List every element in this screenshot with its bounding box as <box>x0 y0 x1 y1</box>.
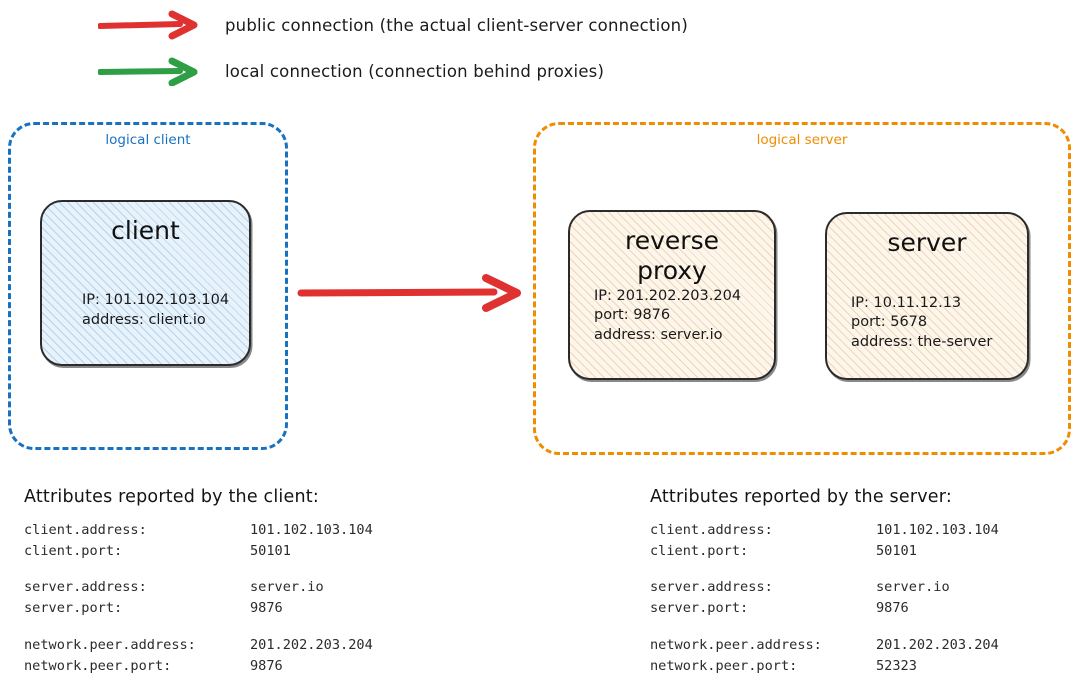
client-attributes-block: Attributes reported by the client: clien… <box>24 487 373 677</box>
attr-key: server.port: <box>650 600 749 617</box>
table-row: server.address: server.io <box>24 578 373 599</box>
attr-value: 50101 <box>250 542 291 559</box>
client-node: client IP: 101.102.103.104 address: clie… <box>40 200 251 366</box>
attr-key: client.address: <box>650 522 773 538</box>
server-attributes-heading: Attributes reported by the server: <box>650 487 952 507</box>
table-row-spacer <box>650 562 999 578</box>
table-row: client.port: 50101 <box>24 542 373 563</box>
attr-value: 101.102.103.104 <box>250 522 373 538</box>
client-attributes-table: client.address: 101.102.103.104 client.p… <box>24 521 373 677</box>
attr-key: network.peer.port: <box>24 657 172 674</box>
attr-value: server.io <box>250 579 324 596</box>
table-row: client.port: 50101 <box>650 542 999 563</box>
attr-key: client.address: <box>24 522 147 538</box>
client-node-title: client <box>111 216 180 245</box>
table-row: network.peer.address: 201.202.203.204 <box>650 636 999 657</box>
table-row: server.port: 9876 <box>650 599 999 620</box>
attr-key: network.peer.address: <box>650 636 822 653</box>
attr-value: 101.102.103.104 <box>876 522 999 538</box>
client-node-details: IP: 101.102.103.104 address: client.io <box>82 292 230 328</box>
reverse-proxy-node-details: IP: 201.202.203.204 port: 9876 address: … <box>594 288 742 343</box>
table-row: server.port: 9876 <box>24 599 373 620</box>
logical-client-zone: logical client <box>8 122 288 450</box>
arrow-right-icon <box>98 57 198 86</box>
attr-key: server.address: <box>650 579 773 596</box>
logical-client-zone-label: logical client <box>105 132 191 148</box>
table-row-spacer <box>24 562 373 578</box>
legend-item-local-connection: local connection (connection behind prox… <box>98 56 604 86</box>
server-node-details: IP: 10.11.12.13 port: 5678 address: the-… <box>851 294 993 350</box>
reverse-proxy-node: reverse proxy IP: 201.202.203.204 port: … <box>568 210 776 380</box>
table-row: network.peer.address: 201.202.203.204 <box>24 636 373 657</box>
logical-server-zone-label: logical server <box>756 132 848 148</box>
attr-value: server.io <box>876 579 950 596</box>
legend-label-local-connection: local connection (connection behind prox… <box>225 61 605 81</box>
attr-value: 9876 <box>250 657 283 674</box>
table-row: server.address: server.io <box>650 578 999 599</box>
logical-server-zone: logical server <box>533 122 1071 455</box>
attr-value: 201.202.203.204 <box>250 636 373 653</box>
table-row: client.address: 101.102.103.104 <box>650 521 999 542</box>
attr-value: 9876 <box>250 600 283 617</box>
legend-item-public-connection: public connection (the actual client-ser… <box>98 10 688 40</box>
public-connection-arrow-icon <box>297 274 521 312</box>
server-attributes-table: client.address: 101.102.103.104 client.p… <box>650 521 999 677</box>
table-row-spacer <box>24 620 373 636</box>
table-row-spacer <box>650 620 999 636</box>
table-row: network.peer.port: 9876 <box>24 657 373 678</box>
server-node: server IP: 10.11.12.13 port: 5678 addres… <box>825 212 1029 380</box>
server-node-title: server <box>887 228 967 257</box>
attr-value: 201.202.203.204 <box>876 636 999 653</box>
legend-label-public-connection: public connection (the actual client-ser… <box>225 15 688 35</box>
table-row: client.address: 101.102.103.104 <box>24 521 373 542</box>
attr-value: 50101 <box>876 542 917 559</box>
table-row: network.peer.port: 52323 <box>650 657 999 678</box>
attr-value: 52323 <box>876 657 917 674</box>
attr-key: client.port: <box>24 542 123 559</box>
server-attributes-block: Attributes reported by the server: clien… <box>650 487 999 677</box>
attr-key: client.port: <box>650 542 749 559</box>
reverse-proxy-node-title: reverse proxy <box>625 226 719 285</box>
attr-key: network.peer.address: <box>24 636 196 653</box>
attr-value: 9876 <box>876 600 909 617</box>
attr-key: server.address: <box>24 579 147 596</box>
client-attributes-heading: Attributes reported by the client: <box>24 487 319 507</box>
attr-key: server.port: <box>24 600 123 617</box>
attr-key: network.peer.port: <box>650 657 798 674</box>
arrow-right-icon <box>98 10 198 40</box>
